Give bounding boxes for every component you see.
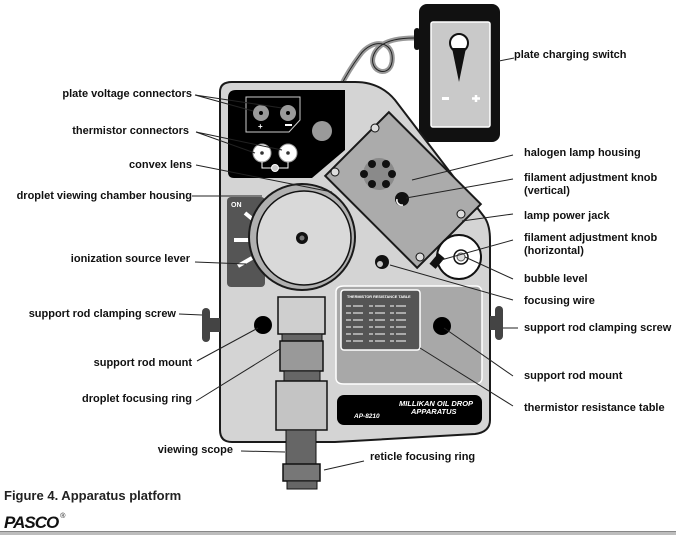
thermistor-connector-2[interactable] <box>278 143 298 163</box>
lamp-power-jack[interactable] <box>429 253 445 269</box>
label-focusing-wire: focusing wire <box>524 295 595 307</box>
table-title: THERMISTOR RESISTANCE TABLE <box>347 295 411 299</box>
pasco-logo: PASCO® <box>4 513 65 533</box>
filament-knob-vertical[interactable] <box>395 192 409 206</box>
label-reticle-focusing-ring: reticle focusing ring <box>370 451 476 463</box>
label-plate-voltage-connectors: plate voltage connectors <box>62 88 192 100</box>
halogen-lamp-housing <box>323 110 483 270</box>
cable-grommet <box>312 121 332 141</box>
label-droplet-viewing-chamber-housing: droplet viewing chamber housing <box>16 190 192 202</box>
device-name-line1: MILLIKAN OIL DROP <box>399 399 474 408</box>
label-droplet-focusing-ring: droplet focusing ring <box>82 393 192 405</box>
viewing-scope <box>275 296 328 490</box>
droplet-focusing-ring[interactable] <box>279 340 324 372</box>
support-rod-mount-right[interactable] <box>433 317 451 335</box>
support-rod-mount-left[interactable] <box>254 316 272 334</box>
switch-plus-icon <box>472 95 480 102</box>
focusing-wire[interactable] <box>375 255 389 269</box>
registered-mark: ® <box>60 513 65 520</box>
label-filament-knob-vertical-line2: (vertical) <box>524 185 570 197</box>
thermistor-resistance-table: THERMISTOR RESISTANCE TABLE <box>340 289 421 351</box>
label-support-rod-mount-left: support rod mount <box>93 357 192 369</box>
reticle-focusing-ring[interactable] <box>282 463 321 482</box>
label-convex-lens: convex lens <box>129 159 192 171</box>
bubble-level <box>436 234 482 280</box>
switch-minus-icon <box>442 97 449 100</box>
plate-voltage-connector-positive[interactable] <box>253 105 269 121</box>
droplet-viewing-chamber-housing <box>248 183 356 291</box>
label-lamp-power-jack: lamp power jack <box>524 210 610 222</box>
support-rod-clamping-screw-left[interactable] <box>202 308 220 342</box>
label-halogen-lamp-housing: halogen lamp housing <box>524 147 641 159</box>
label-support-rod-clamping-screw-right: support rod clamping screw <box>524 322 672 334</box>
label-viewing-scope: viewing scope <box>157 444 233 456</box>
plate-voltage-connector-negative[interactable] <box>280 105 296 121</box>
label-support-rod-clamping-screw-left: support rod clamping screw <box>28 308 176 320</box>
label-filament-knob-horizontal: filament adjustment knob (horizontal) <box>524 232 657 258</box>
label-plate-charging-switch: plate charging switch <box>514 49 627 61</box>
name-plate: AP-8210 MILLIKAN OIL DROP APPARATUS <box>337 395 482 425</box>
brand-name: PASCO <box>4 513 59 532</box>
figure-caption: Figure 4. Apparatus platform <box>4 488 182 503</box>
label-ionization-source-lever: ionization source lever <box>70 253 190 265</box>
support-rod-clamping-screw-right[interactable] <box>490 306 503 340</box>
label-filament-knob-vertical-line1: filament adjustment knob <box>524 172 658 184</box>
plate-charging-switch[interactable] <box>414 4 500 142</box>
label-bubble-level: bubble level <box>524 273 588 285</box>
label-filament-knob-horizontal-line2: (horizontal) <box>524 245 584 257</box>
device-name-line2: APPARATUS <box>410 407 457 416</box>
plus-label: + <box>258 122 263 131</box>
lever-on-label: ON <box>231 202 242 209</box>
label-thermistor-resistance-table: thermistor resistance table <box>524 402 665 414</box>
bottom-divider <box>0 531 676 535</box>
label-thermistor-connectors: thermistor connectors <box>72 125 189 137</box>
label-filament-knob-horizontal-line1: filament adjustment knob <box>524 232 658 244</box>
leader-lines <box>178 57 518 471</box>
label-filament-knob-vertical: filament adjustment knob(vertical) <box>524 172 657 198</box>
model-number: AP-8210 <box>353 413 380 420</box>
label-support-rod-mount-right: support rod mount <box>524 370 623 382</box>
